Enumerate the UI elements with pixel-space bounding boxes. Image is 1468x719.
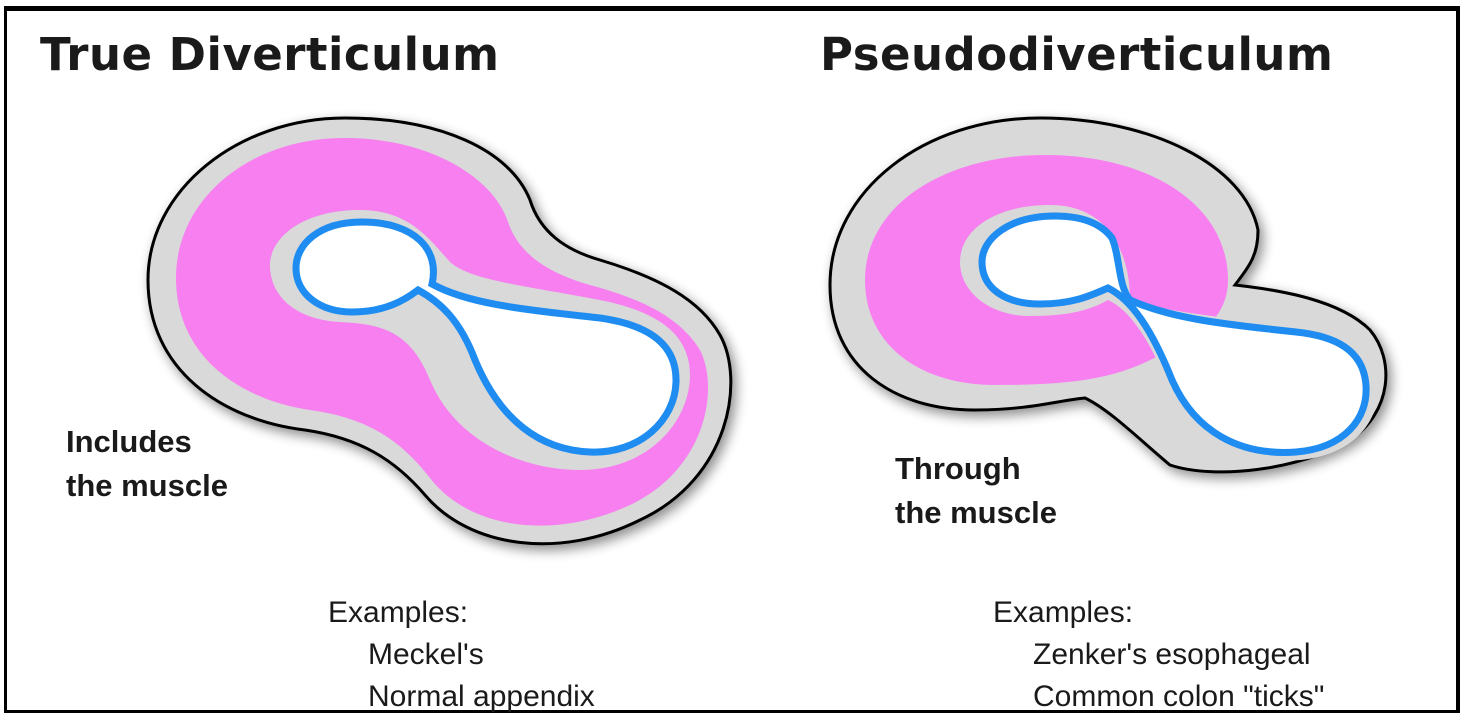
through-muscle-label: Through the muscle bbox=[895, 447, 1057, 535]
true-examples-heading: Examples: bbox=[328, 592, 595, 634]
pseudodiverticulum-illustration bbox=[830, 118, 1386, 472]
through-muscle-line1: Through bbox=[895, 447, 1057, 491]
through-muscle-line2: the muscle bbox=[895, 491, 1057, 535]
true-example-item: Normal appendix bbox=[328, 676, 595, 718]
pseudo-examples-heading: Examples: bbox=[993, 592, 1324, 634]
pseudo-examples: Examples: Zenker's esophageal Common col… bbox=[993, 592, 1324, 718]
true-diverticulum-illustration bbox=[148, 118, 731, 544]
pseudo-example-item: Zenker's esophageal bbox=[993, 634, 1324, 676]
includes-muscle-line2: the muscle bbox=[66, 464, 228, 508]
true-example-item: Meckel's bbox=[328, 634, 595, 676]
includes-muscle-label: Includes the muscle bbox=[66, 420, 228, 508]
pseudo-example-item: Common colon "ticks" bbox=[993, 676, 1324, 718]
true-examples: Examples: Meckel's Normal appendix bbox=[328, 592, 595, 718]
includes-muscle-line1: Includes bbox=[66, 420, 228, 464]
